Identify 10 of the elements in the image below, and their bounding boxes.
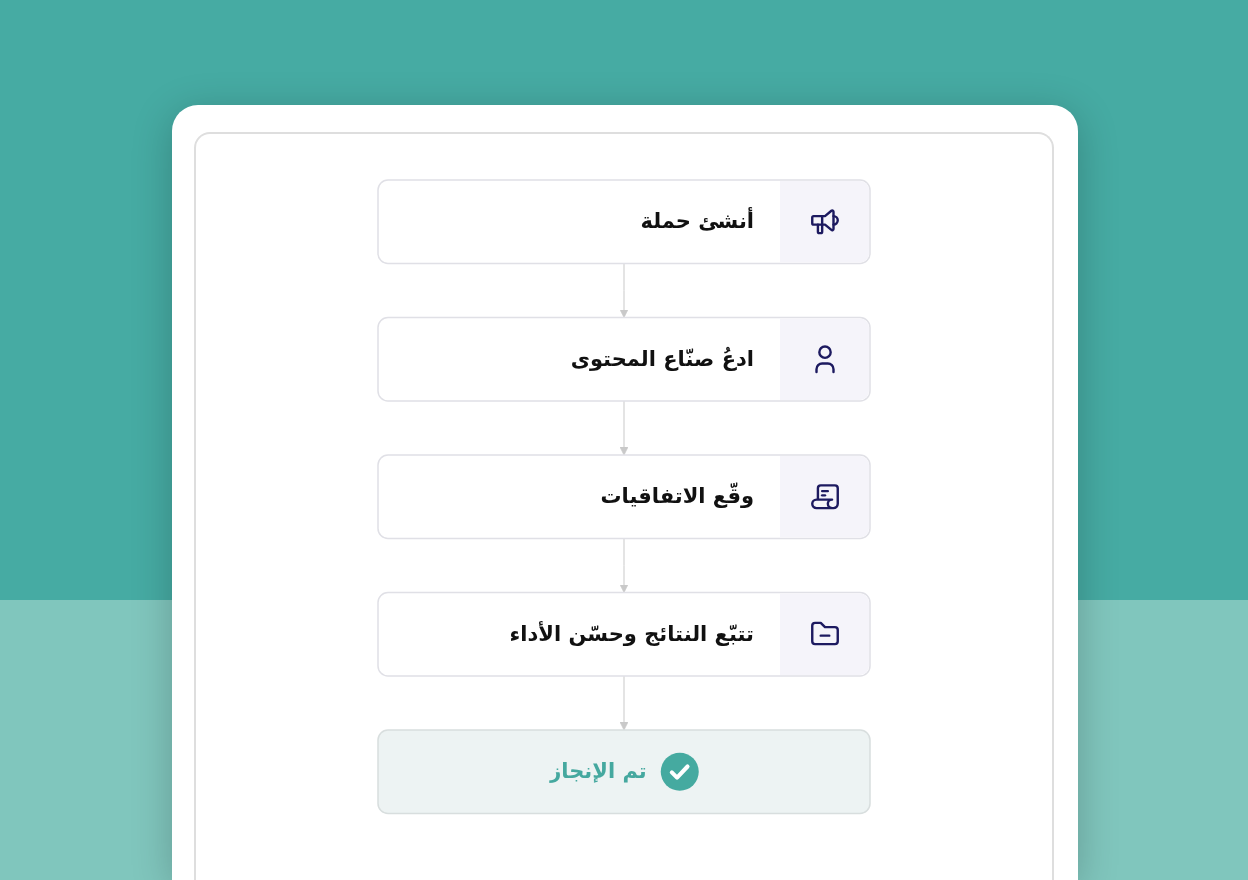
step-label: تم الإنجاز	[549, 758, 647, 785]
step-label: أنشئ حملة	[640, 206, 754, 235]
arrow	[619, 675, 629, 731]
step-label: وقّع الاتفاقيات	[600, 481, 754, 510]
arrow	[619, 538, 629, 593]
arrow	[619, 400, 629, 456]
step-label: ادعُ صنّاع المحتوى	[570, 345, 754, 373]
arrow	[619, 263, 629, 318]
node-box	[377, 729, 871, 815]
step-label: تتبّع النتائج وحسّن الأداء	[509, 620, 754, 648]
